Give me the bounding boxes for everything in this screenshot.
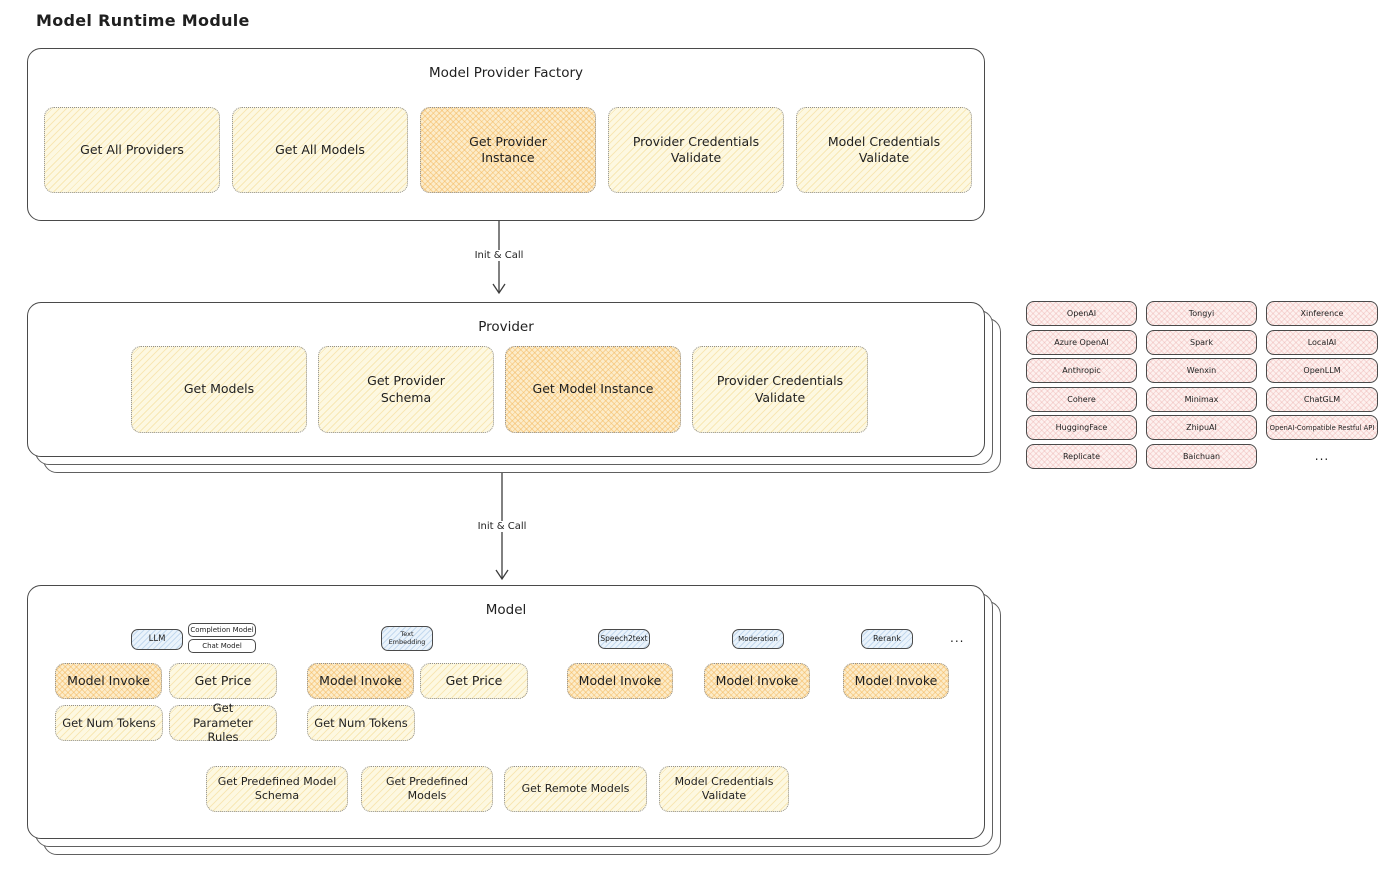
- catalog-item-openai-compatible-restful-api: OpenAI-Compatible Restful API: [1266, 415, 1378, 441]
- op-model-invoke-speech2text: Model Invoke: [567, 663, 673, 699]
- page-title: Model Runtime Module: [36, 11, 250, 30]
- op-provider-credentials-validate: Provider Credentials Validate: [608, 107, 784, 193]
- op-model-invoke-rerank: Model Invoke: [843, 663, 949, 699]
- op-get-num-tokens-llm: Get Num Tokens: [55, 705, 163, 741]
- op-model-invoke-llm: Model Invoke: [55, 663, 162, 699]
- tab-rerank: Rerank: [861, 629, 913, 649]
- catalog-item-azure-openai: Azure OpenAI: [1026, 329, 1137, 355]
- op-get-model-instance: Get Model Instance: [505, 346, 681, 433]
- arrow-label-init-call-2: Init & Call: [472, 521, 532, 532]
- op-get-predefined-model-schema: Get Predefined Model Schema: [206, 766, 348, 812]
- factory-panel: Model Provider Factory Get All Providers…: [27, 48, 985, 221]
- op-provider-credentials-validate-2: Provider Credentials Validate: [692, 346, 868, 433]
- op-model-invoke-embedding: Model Invoke: [307, 663, 414, 699]
- op-get-price-embedding: Get Price: [420, 663, 528, 699]
- catalog-item-openllm: OpenLLM: [1266, 358, 1378, 384]
- tab-text-embedding: Text Embedding: [381, 626, 433, 651]
- model-title: Model: [485, 602, 527, 618]
- arrow-label-init-call-1: Init & Call: [469, 250, 529, 261]
- catalog-item-minimax: Minimax: [1146, 386, 1257, 412]
- catalog-item-baichuan: Baichuan: [1146, 443, 1257, 469]
- catalog-item-cohere: Cohere: [1026, 386, 1137, 412]
- op-get-all-providers: Get All Providers: [44, 107, 220, 193]
- catalog-item-localai: LocalAI: [1266, 329, 1378, 355]
- op-get-provider-instance: Get Provider Instance: [420, 107, 596, 193]
- catalog-item-zhipuai: ZhipuAI: [1146, 415, 1257, 441]
- op-get-num-tokens-embedding: Get Num Tokens: [307, 705, 415, 741]
- op-get-all-models: Get All Models: [232, 107, 408, 193]
- op-get-remote-models: Get Remote Models: [504, 766, 647, 812]
- catalog-item-huggingface: HuggingFace: [1026, 415, 1137, 441]
- op-model-credentials-validate-shared: Model Credentials Validate: [659, 766, 789, 812]
- catalog-item-anthropic: Anthropic: [1026, 358, 1137, 384]
- tab-speech2text: Speech2text: [598, 629, 650, 649]
- catalog-item-spark: Spark: [1146, 329, 1257, 355]
- catalog-item-xinference: Xinference: [1266, 301, 1378, 326]
- op-model-credentials-validate: Model Credentials Validate: [796, 107, 972, 193]
- tab-moderation: Moderation: [732, 629, 784, 649]
- model-types-more-ellipsis: ...: [950, 631, 965, 645]
- model-panel: Model LLM Completion Model Chat Model Te…: [27, 585, 985, 839]
- op-get-price-llm: Get Price: [169, 663, 277, 699]
- tab-completion-model: Completion Model: [188, 623, 256, 637]
- op-get-models: Get Models: [131, 346, 307, 433]
- catalog-more-ellipsis: ...: [1314, 449, 1330, 464]
- tab-chat-model: Chat Model: [188, 639, 256, 653]
- op-model-invoke-moderation: Model Invoke: [704, 663, 810, 699]
- tab-llm: LLM: [131, 629, 183, 650]
- provider-title: Provider: [478, 319, 534, 335]
- op-get-provider-schema: Get Provider Schema: [318, 346, 494, 433]
- factory-title: Model Provider Factory: [428, 65, 583, 81]
- catalog-item-openai: OpenAI: [1026, 301, 1137, 326]
- op-get-parameter-rules: Get Parameter Rules: [169, 701, 277, 744]
- catalog-item-chatglm: ChatGLM: [1266, 386, 1378, 412]
- provider-catalog: OpenAI Tongyi Xinference Azure OpenAI Sp…: [1026, 301, 1378, 469]
- provider-panel: Provider Get Models Get Provider Schema …: [27, 302, 985, 457]
- catalog-item-wenxin: Wenxin: [1146, 358, 1257, 384]
- catalog-item-replicate: Replicate: [1026, 443, 1137, 469]
- catalog-item-tongyi: Tongyi: [1146, 301, 1257, 326]
- op-get-predefined-models: Get Predefined Models: [361, 766, 493, 812]
